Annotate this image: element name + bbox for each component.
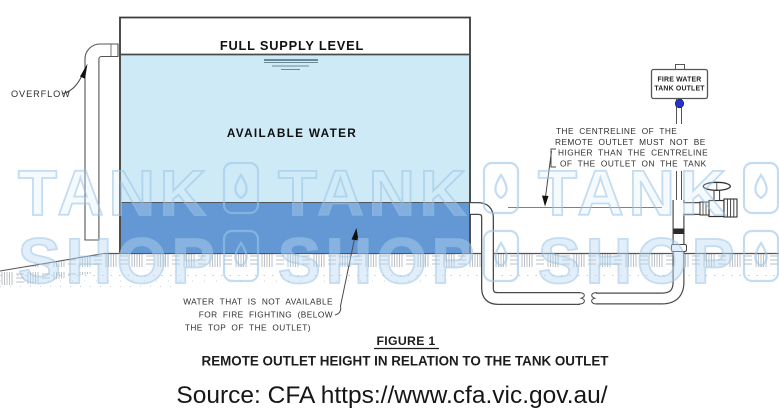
water-tank: FULL SUPPLY LEVEL AVAILABLE WATER [119,16,471,253]
unavailable-arrowhead [351,228,359,241]
fire-water-sign: FIRE WATER TANK OUTLET [650,64,709,200]
watermark: TANK TANK TANK SHOP SHOP SHOP [17,156,779,298]
centreline-note-line3: HIGHER THAN THE CENTRELINE [558,148,708,158]
watermark-word: TANK [278,157,471,229]
source-text: Source: CFA https://www.cfa.vic.gov.au/ [176,382,607,409]
watermark-tank-logo-icon [482,161,520,215]
pipe-break-left [578,292,585,305]
unavailable-water-callout: WATER THAT IS NOT AVAILABLE FOR FIRE FIG… [183,228,359,333]
overflow-pipe [84,43,119,241]
available-water-label: AVAILABLE WATER [227,126,357,140]
unavailable-water-area [121,203,469,253]
watermark-word: SHOP [278,225,479,297]
figure-caption: REMOTE OUTLET HEIGHT IN RELATION TO THE … [202,354,610,369]
riser-union [673,228,685,234]
riser-flange [671,244,687,252]
unavailable-note-line3: THE TOP OF THE OUTLET) [185,323,311,333]
unavailable-note-line2: FOR FIRE FIGHTING (BELOW [199,310,333,320]
outlet-piping [470,200,701,305]
sign-dot [674,98,685,109]
overflow-label: OVERFLOW [11,89,71,99]
centreline-note-line2: REMOTE OUTLET MUST NOT BE [555,137,706,147]
sign-plate [650,68,709,100]
pipe-break-right [591,292,598,305]
sign-line2: TANK OUTLET [654,86,705,93]
figure-number: FIGURE 1 [376,334,435,348]
sign-line1: FIRE WATER [658,77,702,84]
watermark-word: TANK [18,157,211,229]
watermark-word: SHOP [538,225,739,297]
watermark-word: TANK [538,157,731,229]
remote-outlet-valve [699,181,738,218]
centreline-arrowhead [542,195,549,207]
centreline-callout: THE CENTRELINE OF THE REMOTE OUTLET MUST… [508,126,708,209]
available-water-area [121,55,469,203]
water-surface-icon [264,59,318,70]
overflow-callout: OVERFLOW [11,63,88,99]
full-supply-level-label: FULL SUPPLY LEVEL [220,38,364,53]
ground [0,252,779,289]
watermark-word: SHOP [18,225,219,297]
centreline-note-line4: OF THE OUTLET ON THE TANK [560,158,707,168]
overflow-arrowhead [80,63,88,79]
unavailable-note-line1: WATER THAT IS NOT AVAILABLE [183,297,333,307]
tank-walls [119,16,471,253]
centreline-note-line1: THE CENTRELINE OF THE [556,126,677,136]
watermark-tank-logo-icon [742,161,779,215]
